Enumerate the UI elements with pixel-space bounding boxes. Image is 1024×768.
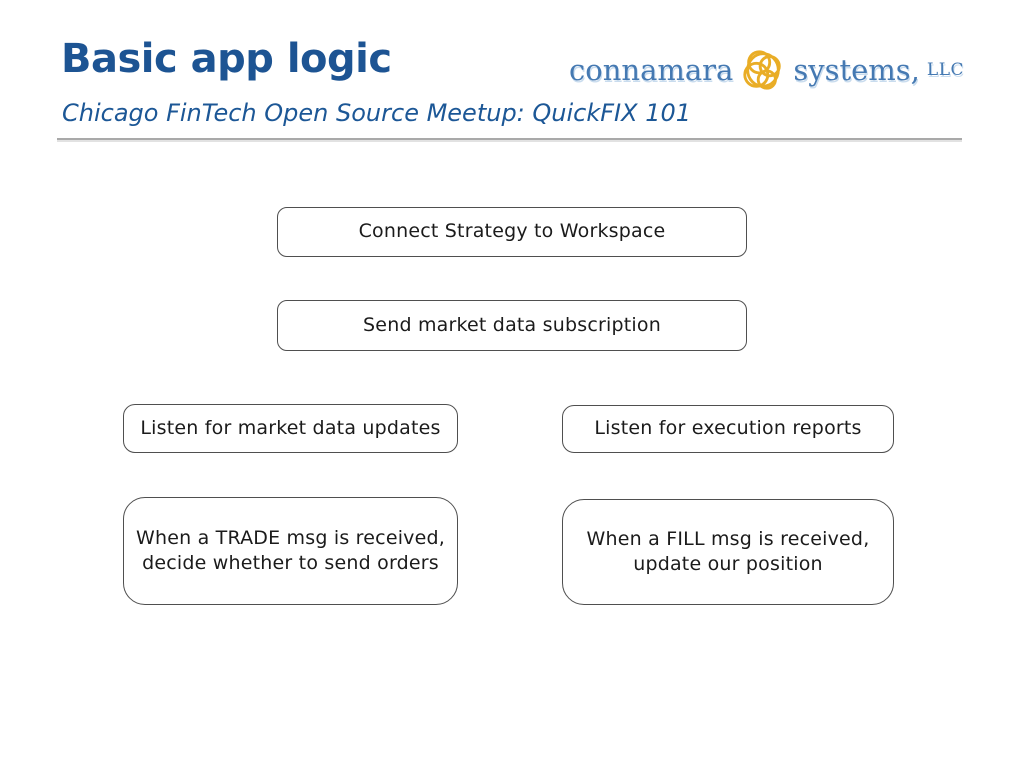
logo-word-connamara: connamara [569, 53, 734, 87]
flow-box-trade-msg: When a TRADE msg is received, decide whe… [123, 497, 458, 605]
logo-word-llc: LLC [926, 60, 964, 80]
celtic-knot-icon [740, 46, 786, 94]
flow-box-listen-exec-reports: Listen for execution reports [562, 405, 894, 453]
flow-box-fill-msg: When a FILL msg is received, update our … [562, 499, 894, 605]
connamara-logo: connamara systems, LLC [569, 44, 964, 96]
flow-box-send-subscription: Send market data subscription [277, 300, 747, 351]
flow-box-connect-strategy: Connect Strategy to Workspace [277, 207, 747, 257]
slide-subtitle: Chicago FinTech Open Source Meetup: Quic… [62, 99, 692, 127]
header-divider [57, 138, 962, 140]
logo-word-systems: systems, [793, 53, 920, 87]
flow-box-listen-market-data: Listen for market data updates [123, 404, 458, 453]
slide-title: Basic app logic [61, 36, 392, 82]
